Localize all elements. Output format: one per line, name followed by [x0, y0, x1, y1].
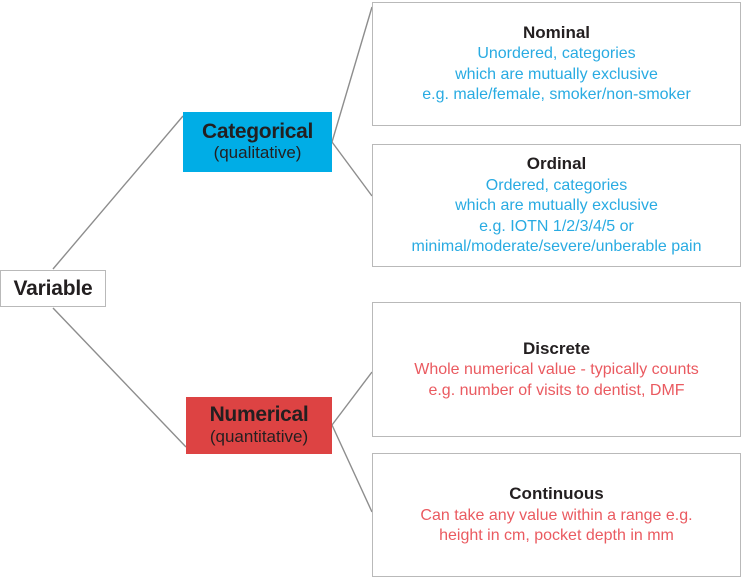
- node-categorical[interactable]: Categorical (qualitative): [183, 112, 332, 172]
- node-numerical-subtitle: (quantitative): [209, 426, 309, 446]
- node-ordinal-line-4: minimal/moderate/severe/unberable pain: [411, 238, 702, 256]
- node-ordinal[interactable]: Ordinal Ordered, categories which are mu…: [372, 144, 741, 267]
- node-numerical-title: Numerical: [209, 403, 309, 427]
- node-nominal-line-2: which are mutually exclusive: [455, 65, 658, 83]
- node-categorical-subtitle: (qualitative): [213, 143, 302, 163]
- node-nominal-line-3: e.g. male/female, smoker/non-smoker: [422, 86, 691, 104]
- node-ordinal-line-2: which are mutually exclusive: [455, 197, 658, 215]
- node-discrete-title: Discrete: [522, 338, 591, 358]
- node-ordinal-body: Ordered, categories which are mutually e…: [412, 176, 702, 258]
- node-nominal-body: Unordered, categories which are mutually…: [422, 44, 691, 105]
- node-nominal[interactable]: Nominal Unordered, categories which are …: [372, 2, 741, 126]
- node-discrete-line-2: e.g. number of visits to dentist, DMF: [428, 381, 685, 399]
- node-ordinal-line-3: e.g. IOTN 1/2/3/4/5 or: [479, 217, 634, 235]
- connector-variable-to-numerical: [52, 307, 187, 448]
- connector-categorical-to-nominal: [331, 6, 373, 143]
- node-nominal-title: Nominal: [522, 23, 591, 43]
- node-discrete[interactable]: Discrete Whole numerical value - typical…: [372, 302, 741, 437]
- node-continuous-line-1: Can take any value within a range e.g.: [420, 506, 693, 524]
- node-nominal-line-1: Unordered, categories: [477, 45, 636, 63]
- node-variable[interactable]: Variable: [0, 270, 106, 307]
- connector-numerical-to-continuous: [331, 424, 373, 513]
- connector-variable-to-categorical: [52, 115, 184, 270]
- node-continuous-body: Can take any value within a range e.g. h…: [420, 506, 692, 547]
- node-continuous-title: Continuous: [509, 484, 604, 504]
- node-numerical[interactable]: Numerical (quantitative): [186, 397, 332, 454]
- node-variable-title: Variable: [13, 277, 93, 300]
- node-continuous[interactable]: Continuous Can take any value within a r…: [372, 453, 741, 577]
- node-categorical-title: Categorical: [201, 119, 314, 143]
- connector-numerical-to-discrete: [331, 371, 373, 426]
- node-ordinal-title: Ordinal: [526, 154, 587, 174]
- node-discrete-body: Whole numerical value - typically counts…: [414, 360, 699, 401]
- connector-categorical-to-ordinal: [331, 141, 373, 197]
- node-continuous-line-2: height in cm, pocket depth in mm: [439, 527, 674, 545]
- node-ordinal-line-1: Ordered, categories: [485, 176, 628, 194]
- node-discrete-line-1: Whole numerical value - typically counts: [414, 361, 699, 379]
